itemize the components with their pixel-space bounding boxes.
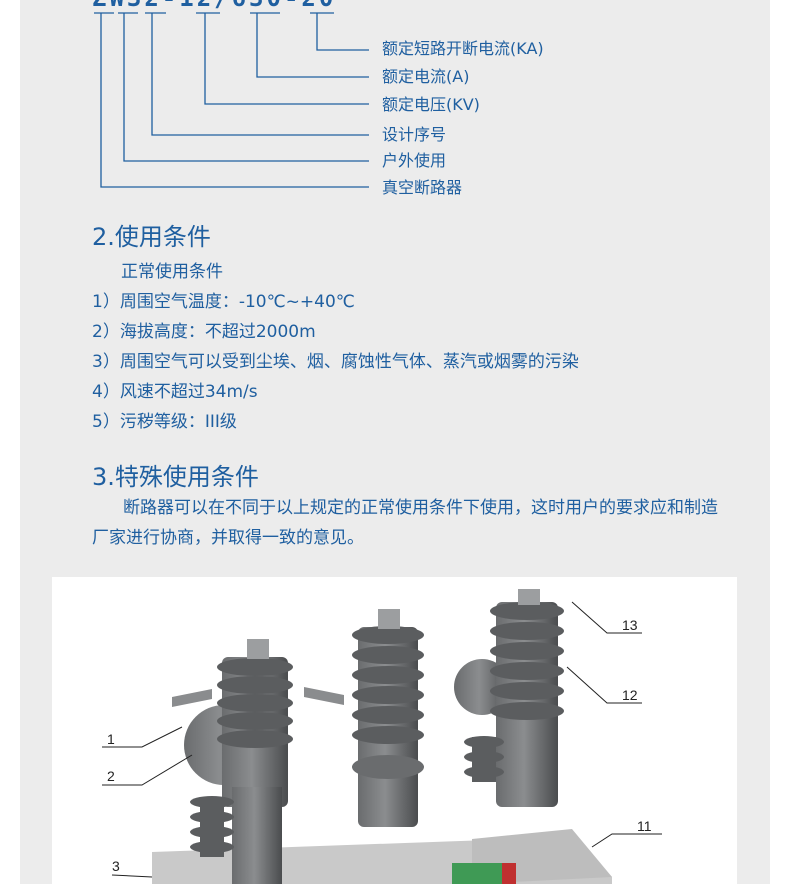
breaker-diagram: 1 2 3 11 12 13 (52, 577, 737, 884)
label-vacuum-breaker: 真空断路器 (382, 178, 463, 197)
label-breaking-current: 额定短路开断电流(KA) (382, 39, 544, 58)
pole-right (464, 589, 564, 807)
condition-item-5: 5）污秽等级：III级 (92, 412, 237, 432)
callout-13: 13 (622, 617, 638, 633)
section2-intro: 正常使用条件 (121, 262, 223, 282)
breaker-illustration: 1 2 3 11 12 13 (102, 589, 662, 884)
condition-item-1: 1）周围空气温度：-10℃~+40℃ (92, 292, 355, 312)
code-breakdown-lines (94, 12, 369, 188)
callout-2: 2 (107, 768, 115, 784)
callout-1: 1 (107, 731, 115, 747)
condition-item-3: 3）周围空气可以受到尘埃、烟、腐蚀性气体、蒸汽或烟雾的污染 (92, 352, 579, 372)
model-code: ZW32-12/630-20 (92, 0, 336, 12)
callout-11: 11 (637, 818, 652, 834)
pole-middle (352, 609, 424, 827)
callout-12: 12 (622, 687, 638, 703)
callout-3: 3 (112, 858, 120, 874)
pole-left (190, 639, 293, 884)
label-rated-voltage: 额定电压(KV) (382, 95, 480, 114)
label-rated-current: 额定电流(A) (382, 67, 470, 86)
section3-body: 断路器可以在不同于以上规定的正常使用条件下使用，这时用户的要求应和制造厂家进行协… (92, 498, 718, 548)
condition-item-2: 2）海拔高度：不超过2000m (92, 322, 316, 342)
label-design-number: 设计序号 (382, 125, 447, 144)
label-outdoor-use: 户外使用 (382, 151, 447, 170)
condition-item-4: 4）风速不超过34m/s (92, 382, 258, 402)
section2-title: 2.使用条件 (92, 223, 211, 251)
section3-title: 3.特殊使用条件 (92, 463, 259, 491)
